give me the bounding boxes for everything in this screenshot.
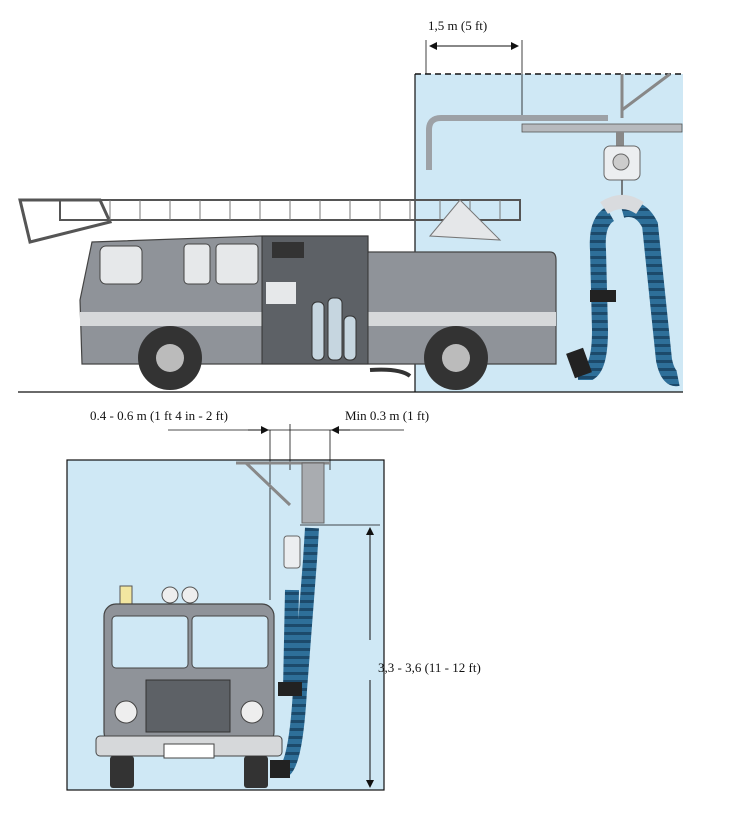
dimension-hose-offset: 1,5 m (5 ft) [425, 18, 523, 120]
ceiling-rail [521, 123, 683, 133]
ladder-icon [18, 198, 521, 244]
front-view: 0.4 - 0.6 m (1 ft 4 in - 2 ft) Min 0.3 m… [66, 408, 481, 791]
wall-pipe [426, 115, 608, 170]
side-wheel-front [138, 326, 202, 390]
front-hose-reel [283, 535, 301, 569]
side-wheel-rear [424, 326, 488, 390]
fire-truck-side-icon [18, 198, 557, 390]
dimension-label-mount-height: 3,3 - 3,6 (11 - 12 ft) [378, 660, 481, 675]
ceiling-bracket [620, 72, 671, 118]
dimension-label-side-clearance: 0.4 - 0.6 m (1 ft 4 in - 2 ft) [90, 408, 228, 423]
exhaust-hose-side [566, 195, 680, 387]
front-rail [301, 462, 325, 524]
dimension-side-clearance: 0.4 - 0.6 m (1 ft 4 in - 2 ft) Min 0.3 m… [90, 408, 429, 600]
fire-truck-front-icon [95, 585, 283, 788]
dimension-label-min-clearance: Min 0.3 m (1 ft) [345, 408, 429, 423]
side-view: 1,5 m (5 ft) [18, 18, 683, 393]
dimension-label-hose-offset: 1,5 m (5 ft) [428, 18, 487, 33]
dimension-mount-height: 3,3 - 3,6 (11 - 12 ft) [300, 524, 481, 791]
